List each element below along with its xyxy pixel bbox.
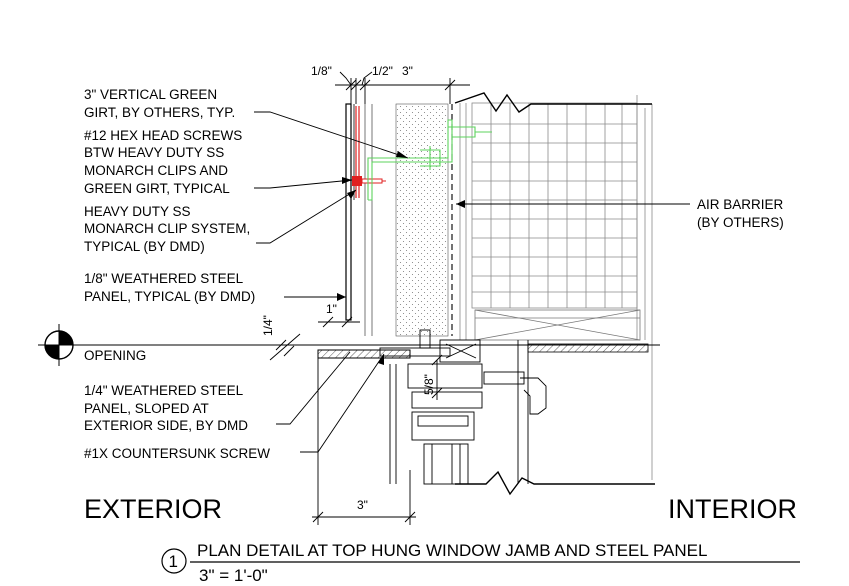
leaders xyxy=(254,111,690,453)
svg-text:#12 HEX HEAD SCREWS: #12 HEX HEAD SCREWS xyxy=(84,128,242,143)
svg-text:3" VERTICAL GREEN: 3" VERTICAL GREEN xyxy=(84,87,217,102)
opening-marker xyxy=(38,324,80,366)
svg-text:BTW HEAVY DUTY SS: BTW HEAVY DUTY SS xyxy=(84,145,224,160)
dim-5-8: 5/8" xyxy=(422,374,436,395)
exterior-label: EXTERIOR xyxy=(84,494,222,524)
dim-1-8: 1/8" xyxy=(311,64,332,78)
svg-text:(BY OTHERS): (BY OTHERS) xyxy=(697,215,784,230)
hex-screw xyxy=(352,176,386,186)
note-air-barrier: AIR BARRIER (BY OTHERS) xyxy=(697,197,784,230)
opening-label: OPENING xyxy=(84,348,146,363)
svg-text:PANEL, SLOPED AT: PANEL, SLOPED AT xyxy=(84,401,209,416)
dim-3-bottom: 3" xyxy=(357,498,368,512)
detail-scale: 3" = 1'-0" xyxy=(199,566,268,585)
green-girt xyxy=(367,119,492,201)
note-panel-1-8: 1/8" WEATHERED STEEL PANEL, TYPICAL (BY … xyxy=(84,271,255,304)
break-lines xyxy=(454,92,655,496)
note-clip-system: HEAVY DUTY SS MONARCH CLIP SYSTEM, TYPIC… xyxy=(84,204,250,254)
steel-panel-1-8 xyxy=(345,103,355,321)
svg-text:AIR BARRIER: AIR BARRIER xyxy=(697,197,784,212)
detail-title: PLAN DETAIL AT TOP HUNG WINDOW JAMB AND … xyxy=(197,541,707,560)
dim-1-4: 1/4" xyxy=(261,315,275,336)
interior-trim-hatched xyxy=(527,343,649,353)
steel-panel-1-4 xyxy=(317,349,411,359)
svg-text:HEAVY DUTY SS: HEAVY DUTY SS xyxy=(84,204,191,219)
dim-1: 1" xyxy=(326,302,337,316)
svg-text:GIRT, BY OTHERS, TYP.: GIRT, BY OTHERS, TYP. xyxy=(84,105,235,120)
interior-label: INTERIOR xyxy=(668,494,797,524)
detail-number-circle xyxy=(161,548,187,574)
note-countersunk: #1X COUNTERSUNK SCREW xyxy=(84,446,270,461)
dim-3-top: 3" xyxy=(402,64,413,78)
svg-text:PANEL, TYPICAL (BY DMD): PANEL, TYPICAL (BY DMD) xyxy=(84,289,255,304)
svg-text:MONARCH CLIPS AND: MONARCH CLIPS AND xyxy=(84,163,228,178)
note-green-girt: 3" VERTICAL GREEN GIRT, BY OTHERS, TYP. xyxy=(84,87,235,120)
svg-text:1/4" WEATHERED STEEL: 1/4" WEATHERED STEEL xyxy=(84,383,244,398)
arrowheads xyxy=(337,151,465,365)
title-block: 1 PLAN DETAIL AT TOP HUNG WINDOW JAMB AN… xyxy=(161,541,800,585)
insulation xyxy=(395,103,449,337)
svg-text:EXTERIOR SIDE, BY DMD: EXTERIOR SIDE, BY DMD xyxy=(84,418,248,433)
cavity-lines xyxy=(364,104,373,336)
interior-wall-grid xyxy=(459,95,653,480)
svg-text:GREEN GIRT, TYPICAL: GREEN GIRT, TYPICAL xyxy=(84,181,230,196)
dimension-lines xyxy=(269,71,470,525)
note-panel-1-4: 1/4" WEATHERED STEEL PANEL, SLOPED AT EX… xyxy=(84,383,248,433)
dim-1-2: 1/2" xyxy=(372,64,393,78)
svg-text:1/8" WEATHERED STEEL: 1/8" WEATHERED STEEL xyxy=(84,271,244,286)
detail-number: 1 xyxy=(169,552,178,571)
note-hex-screws: #12 HEX HEAD SCREWS BTW HEAVY DUTY SS MO… xyxy=(84,128,242,196)
svg-text:MONARCH CLIP SYSTEM,: MONARCH CLIP SYSTEM, xyxy=(84,221,250,236)
svg-text:TYPICAL (BY DMD): TYPICAL (BY DMD) xyxy=(84,239,205,254)
sill-box xyxy=(474,309,641,341)
